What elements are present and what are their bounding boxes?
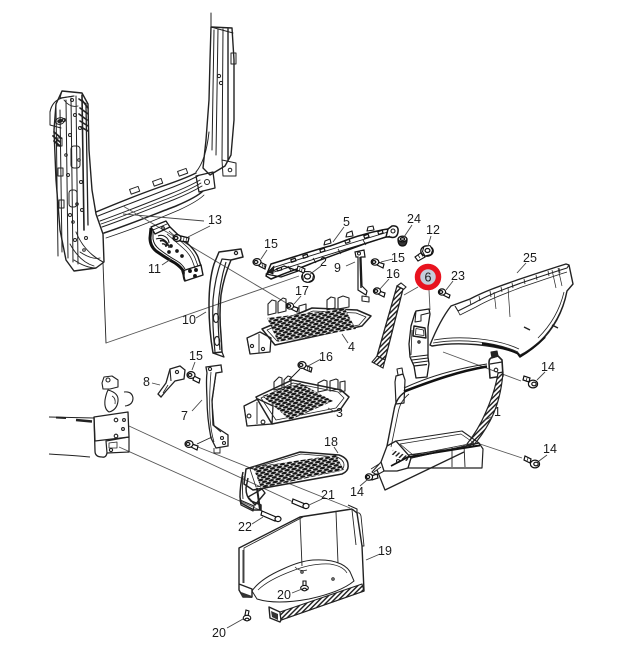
- svg-text:14: 14: [541, 360, 555, 374]
- svg-text:25: 25: [523, 251, 537, 265]
- svg-text:3: 3: [336, 406, 343, 420]
- svg-text:15: 15: [189, 349, 203, 363]
- svg-text:16: 16: [319, 350, 333, 364]
- svg-text:24: 24: [407, 212, 421, 226]
- svg-text:21: 21: [321, 488, 335, 502]
- svg-text:5: 5: [343, 215, 350, 229]
- svg-text:1: 1: [494, 405, 501, 419]
- svg-text:23: 23: [451, 269, 465, 283]
- svg-text:14: 14: [350, 485, 364, 499]
- svg-text:16: 16: [386, 267, 400, 281]
- svg-text:13: 13: [208, 213, 222, 227]
- svg-text:12: 12: [426, 223, 440, 237]
- svg-text:19: 19: [378, 544, 392, 558]
- svg-text:18: 18: [324, 435, 338, 449]
- svg-text:2: 2: [320, 255, 327, 269]
- svg-text:9: 9: [334, 261, 341, 275]
- svg-text:11: 11: [148, 262, 161, 276]
- svg-text:15: 15: [264, 237, 278, 251]
- svg-text:17: 17: [295, 284, 309, 298]
- svg-text:4: 4: [348, 340, 355, 354]
- svg-text:14: 14: [543, 442, 557, 456]
- svg-text:7: 7: [181, 409, 188, 423]
- svg-text:8: 8: [143, 375, 150, 389]
- svg-text:22: 22: [238, 520, 252, 534]
- svg-text:10: 10: [182, 313, 196, 327]
- svg-text:15: 15: [391, 251, 405, 265]
- svg-text:20: 20: [212, 626, 226, 640]
- svg-text:6: 6: [425, 271, 432, 285]
- svg-text:20: 20: [277, 588, 291, 602]
